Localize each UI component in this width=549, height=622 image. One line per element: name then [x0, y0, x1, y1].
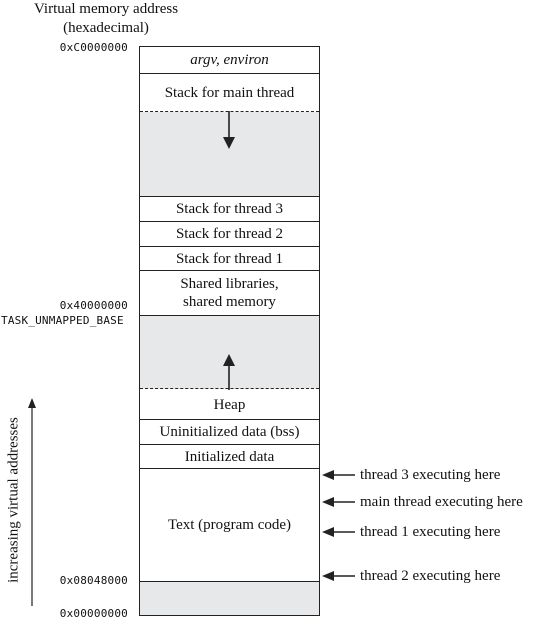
- segment-heap: Heap: [213, 396, 246, 413]
- increasing-addresses-text: increasing virtual addresses: [5, 417, 22, 583]
- memory-layout: argv, environ Stack for main thread Stac…: [139, 46, 320, 616]
- unmapped-region-bottom: [140, 582, 319, 615]
- axis-title: Virtual memory address (hexadecimal): [6, 0, 206, 38]
- shared-libraries-line2: shared memory: [183, 294, 276, 310]
- segment-text: Text (program code): [167, 517, 292, 533]
- segment-initialized-data: Initialized data: [184, 448, 275, 465]
- thread1-label: thread 1 executing here: [360, 524, 501, 540]
- segment-stack-thread3: Stack for thread 3: [175, 201, 284, 217]
- address-bottom: 0x00000000: [59, 607, 128, 620]
- up-arrow-icon: [28, 398, 36, 606]
- thread3-label: thread 3 executing here: [360, 467, 501, 483]
- address-text-start: 0x08048000: [59, 574, 128, 587]
- address-mid: 0x40000000: [59, 299, 128, 312]
- segment-stack-thread2: Stack for thread 2: [175, 226, 284, 242]
- up-arrow-icon: [223, 354, 235, 390]
- increasing-addresses-label: increasing virtual addresses: [4, 400, 24, 600]
- address-top: 0xC0000000: [59, 41, 128, 54]
- segment-argv-environ: argv, environ: [190, 52, 269, 68]
- down-arrow-icon: [223, 111, 235, 149]
- left-arrow-icon: [322, 497, 355, 507]
- left-arrow-icon: [322, 527, 355, 537]
- shared-libraries-line1: Shared libraries,: [180, 276, 279, 292]
- segment-bss: Uninitialized data (bss): [159, 424, 300, 440]
- axis-title-line2: (hexadecimal): [63, 20, 149, 36]
- segment-stack-thread1: Stack for thread 1: [175, 250, 284, 267]
- main-thread-label: main thread executing here: [360, 494, 523, 510]
- task-unmapped-base-label: TASK_UNMAPPED_BASE: [1, 314, 124, 327]
- left-arrow-icon: [322, 571, 355, 581]
- segment-shared-libraries: Shared libraries, shared memory: [140, 271, 319, 315]
- left-arrow-icon: [322, 470, 355, 480]
- axis-title-line1: Virtual memory address: [33, 1, 179, 17]
- thread2-label: thread 2 executing here: [360, 568, 501, 584]
- segment-main-stack: Stack for main thread: [164, 85, 295, 101]
